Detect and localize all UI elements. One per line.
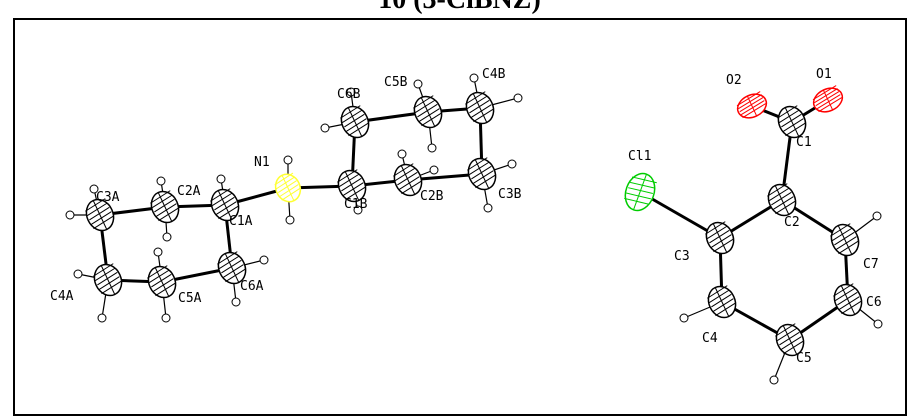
hydrogen-atom-C4-24 [679,313,689,323]
hydrogen-atom-C2A-2 [156,176,166,186]
atom-label-C1: C1 [796,135,812,150]
hydrogen-atom-C6-26 [873,319,883,329]
hydrogen-atom-C3A-1 [65,210,75,220]
hydrogen-atom-C6A-22 [259,255,269,265]
hydrogen-atom-C5A-20 [153,247,163,257]
atom-N1 [274,172,302,203]
atom-label-O2: O2 [726,73,742,88]
atom-label-C5B: C5B [384,75,408,90]
atom-O1 [812,85,844,113]
hydrogen-atom-C1B-7 [353,205,363,215]
atom-C4 [707,285,737,319]
atom-C6B [340,105,370,139]
atom-label-C2A: C2A [177,184,201,199]
atom-label-C5: C5 [796,351,812,366]
atom-C1B [337,169,367,203]
atom-C6 [833,283,863,317]
hydrogen-atom-N1-6 [285,215,295,225]
hydrogen-atom-C5A-21 [161,313,171,323]
atom-label-C5A: C5A [178,291,202,306]
atom-C4A [93,263,123,297]
hydrogen-atom-C3B-10 [507,159,517,169]
atom-O2 [736,91,768,119]
atom-label-C2: C2 [784,215,800,230]
atom-label-C7: C7 [863,257,879,272]
hydrogen-atom-C2A-3 [162,232,172,242]
atom-label-O1: O1 [816,67,832,82]
atom-label-C6A: C6A [240,279,264,294]
hydrogen-atom-C6B-16 [320,123,330,133]
atom-label-N1: N1 [254,155,270,170]
hydrogen-atom-C4A-18 [73,269,83,279]
hydrogen-atom-C1A-4 [216,174,226,184]
atom-C7 [830,223,860,257]
atom-C5A [147,265,177,299]
atom-C1A [210,188,240,222]
hydrogen-atom-C4A-19 [97,313,107,323]
atom-C2B [393,163,423,197]
atom-label-C4A: C4A [50,289,74,304]
hydrogen-atom-C4B-12 [513,93,523,103]
atom-C3B [467,157,497,191]
atom-label-C1A: C1A [229,214,253,229]
atom-C2 [767,183,797,217]
atom-label-C3: C3 [674,249,690,264]
hydrogen-atom-C6A-23 [231,297,241,307]
hydrogen-atom-N1-5 [283,155,293,165]
hydrogen-atom-C3B-11 [483,203,493,213]
hydrogen-atom-C2B-9 [429,165,439,175]
atom-label-Cl1: Cl1 [628,149,651,164]
atom-C1 [777,105,807,139]
atom-label-C3B: C3B [498,187,522,202]
atom-C3A [85,198,115,232]
atom-C5 [775,323,805,357]
atom-label-C6B: C6B [337,87,361,102]
hydrogen-atom-C5B-15 [413,79,423,89]
atom-Cl1 [624,172,657,212]
atom-label-C1B: C1B [344,197,368,212]
hydrogen-atom-C5B-14 [427,143,437,153]
atom-C2A [150,190,180,224]
hydrogen-atom-C4B-13 [469,73,479,83]
diagram-frame [13,18,907,416]
atom-label-C6: C6 [866,295,882,310]
atom-label-C2B: C2B [420,189,444,204]
atom-label-C4: C4 [702,331,718,346]
hydrogen-atom-C3A-0 [89,184,99,194]
figure-title: 10 (3-ClBNZ) [0,0,919,16]
atom-C4B [465,91,495,125]
hydrogen-atom-C2B-8 [397,149,407,159]
atom-label-C4B: C4B [482,67,506,82]
atom-C3 [705,221,735,255]
hydrogen-atom-C6B-17 [346,87,356,97]
hydrogen-atom-C7-27 [872,211,882,221]
atoms-layer [85,85,863,357]
hydrogen-atom-C5-25 [769,375,779,385]
atom-C6A [217,251,247,285]
atom-label-C3A: C3A [96,190,120,205]
atom-C5B [413,95,443,129]
